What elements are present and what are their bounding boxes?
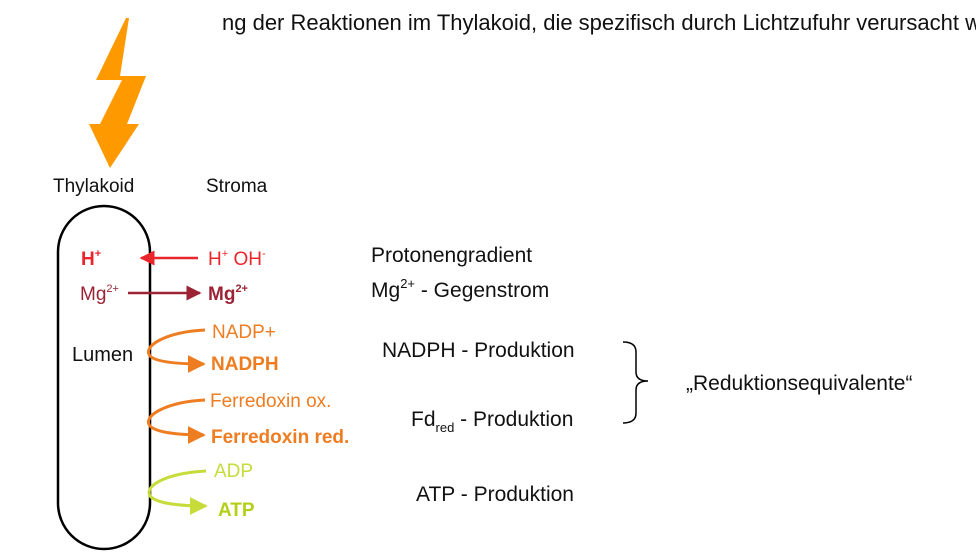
h-oh-stroma-label: H+ OH- (208, 248, 266, 270)
nadph-arrow (147, 328, 206, 373)
reduction-equivalents-text: „Reduktionsequivalente“ (686, 372, 912, 395)
nadph-label: NADPH (211, 354, 279, 375)
atp-production-text: ATP - Produktion (416, 483, 574, 506)
mg-stroma-label: Mg2+ (208, 283, 248, 305)
ferredoxin-red-label: Ferredoxin red. (211, 427, 349, 448)
lumen-label: Lumen (72, 344, 133, 366)
h-lumen-label: H+ (81, 248, 101, 270)
adp-label: ADP (214, 461, 253, 482)
header-text: ng der Reaktionen im Thylakoid, die spez… (222, 10, 976, 35)
mg-gegenstrom-text: Mg2+ - Gegenstrom (371, 276, 549, 302)
protonengradient-text: Protonengradient (371, 244, 532, 267)
thylakoid-label: Thylakoid (53, 176, 134, 197)
atp-label: ATP (218, 500, 255, 521)
grouping-brace (622, 341, 649, 424)
nadph-production-text: NADPH - Produktion (382, 339, 575, 362)
mg-lumen-label: Mg2+ (80, 283, 119, 305)
nadp-plus-label: NADP+ (212, 322, 276, 343)
atp-arrow (147, 469, 208, 515)
fd-production-text: Fdred - Produktion (411, 408, 573, 435)
thylakoid-membrane (56, 204, 152, 551)
stroma-label: Stroma (206, 176, 268, 197)
ferredoxin-ox-label: Ferredoxin ox. (210, 391, 331, 412)
lightning-bolt-icon (89, 18, 146, 168)
ferredoxin-arrow (147, 398, 206, 444)
